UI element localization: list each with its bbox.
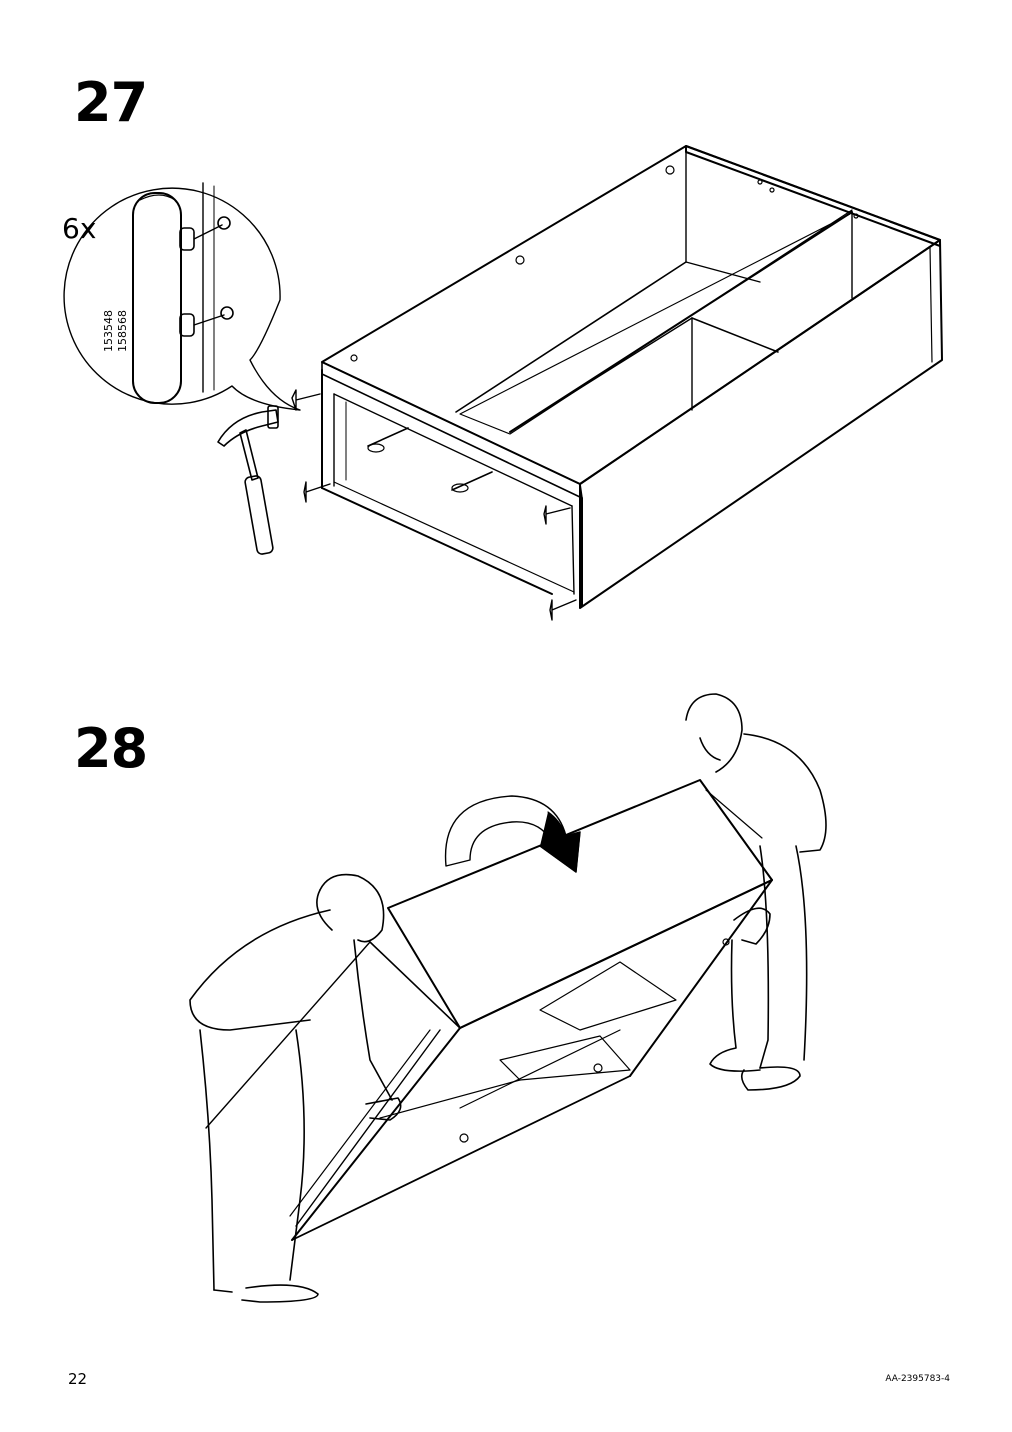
step-27-number: 27 xyxy=(74,71,148,134)
dowel-icon xyxy=(179,216,234,337)
part-number: 158568 xyxy=(116,310,129,352)
rotate-arrow-icon xyxy=(444,795,581,873)
person-right xyxy=(685,693,827,1091)
document-code: AA-2395783-4 xyxy=(885,1374,950,1384)
step-28-number: 28 xyxy=(74,717,148,780)
page-number: 22 xyxy=(68,1370,88,1388)
cabinet-box xyxy=(291,145,943,621)
person-left xyxy=(189,873,402,1303)
hammer-icon xyxy=(217,405,279,555)
step-28-illustration xyxy=(189,693,827,1303)
part-number: 153548 xyxy=(102,310,115,352)
cabinet-tipping xyxy=(205,779,773,1241)
quantity-label: 6x xyxy=(62,212,97,245)
step-27-illustration xyxy=(63,145,943,621)
detail-callout xyxy=(63,182,301,411)
